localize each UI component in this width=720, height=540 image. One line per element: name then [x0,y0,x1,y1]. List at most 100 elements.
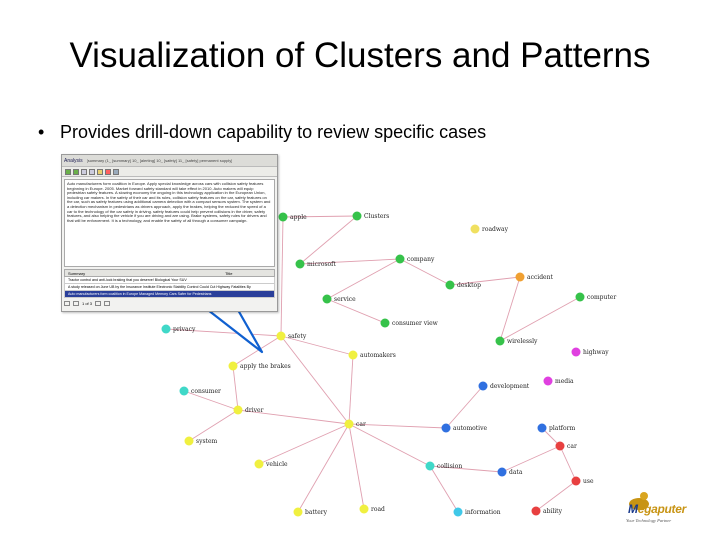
graph-node-apply-the-brakes[interactable] [228,361,238,371]
back-icon[interactable] [65,168,71,175]
search-icon[interactable] [97,168,103,175]
graph-node-vehicle[interactable] [254,459,264,469]
graph-node-road[interactable] [359,504,369,514]
page-indicator: 1 of 3 [82,300,93,306]
graph-node-service[interactable] [322,294,332,304]
graph-node-label: platform [549,425,575,432]
table-row[interactable]: A study released on June UB by the Insur… [64,284,275,291]
graph-node-automakers[interactable] [348,350,358,360]
graph-node-clusters[interactable] [352,211,362,221]
pager: 1 of 3 [64,299,275,307]
graph-node-media[interactable] [543,376,553,386]
graph-node-label: data [509,469,523,476]
graph-node-label: development [490,383,530,390]
graph-node-label: company [407,256,435,263]
graph-node-accident[interactable] [515,272,525,282]
graph-node-roadway[interactable] [470,224,480,234]
graph-node-label: car [356,421,366,428]
graph-node-safety[interactable] [276,331,286,341]
graph-node-highway[interactable] [571,347,581,357]
graph-node-label: consumer [191,388,221,395]
graph-node-label: roadway [482,226,509,233]
highlight-icon[interactable] [105,168,111,175]
viewer-header: Analysis [summary (1_ [summary] 10_ [ale… [62,155,277,167]
save-icon[interactable] [89,168,95,175]
graph-node-label: highway [583,349,609,356]
graph-edge [348,423,431,467]
first-page-button[interactable] [64,300,70,306]
graph-edge [297,423,350,513]
graph-node-use[interactable] [571,476,581,486]
graph-node-company[interactable] [395,254,405,264]
graph-edge [399,258,451,286]
graph-node-label: media [555,378,574,385]
graph-edge [237,409,350,425]
forward-icon[interactable] [73,168,79,175]
graph-node-apple[interactable] [278,212,288,222]
graph-node-platform[interactable] [537,423,547,433]
column-summary[interactable]: Summary [68,270,86,276]
graph-node-automotive[interactable] [441,423,451,433]
graph-node-driver[interactable] [233,405,243,415]
table-row-selected[interactable]: Auto manufacturers form coalition in Eur… [64,291,275,298]
slide-title: Visualization of Clusters and Patterns [69,36,651,75]
last-page-button[interactable] [104,300,111,306]
graph-node-label: computer [587,294,616,301]
graph-node-microsoft[interactable] [295,259,305,269]
graph-node-label: service [334,296,356,303]
graph-node-consumer-view[interactable] [380,318,390,328]
graph-edge [282,215,358,218]
column-title[interactable]: Title [225,270,233,276]
graph-node-label: microsoft [307,261,336,268]
graph-node-ability[interactable] [531,506,541,516]
prev-page-button[interactable] [73,300,79,306]
settings-icon[interactable] [113,168,119,175]
graph-node-label: automakers [360,352,396,359]
results-grid-header: Summary Title [64,269,275,277]
graph-edge [348,423,447,429]
viewer-toolbar [62,167,277,177]
logo-wordmark: Megaputer [628,502,686,516]
bullet-symbol: • [38,122,45,142]
graph-node-label: driver [245,407,264,414]
bullet-text: Provides drill-down capability to review… [60,122,487,142]
graph-node-wirelessly[interactable] [495,336,505,346]
graph-edge [348,354,354,425]
table-row[interactable]: Tractor control and anti-lock braking th… [64,277,275,284]
document-viewer-popup[interactable]: Analysis [summary (1_ [summary] 10_ [ale… [61,154,278,312]
graph-edge [445,385,484,429]
graph-node-desktop[interactable] [445,280,455,290]
viewer-tab[interactable]: Analysis [64,157,83,164]
graph-node-label: apply the brakes [240,363,291,370]
graph-node-car[interactable] [555,441,565,451]
graph-node-collision[interactable] [425,461,435,471]
graph-node-consumer[interactable] [179,386,189,396]
graph-node-label: car [567,443,577,450]
graph-edge [326,298,386,324]
megaputer-logo: Megaputer Your Technology Partner [624,492,704,530]
logo-tagline: Your Technology Partner [626,518,672,523]
graph-node-label: wirelessly [507,338,538,345]
graph-edge [429,465,503,473]
graph-node-development[interactable] [478,381,488,391]
graph-node-battery[interactable] [293,507,303,517]
graph-node-computer[interactable] [575,292,585,302]
graph-edge [188,409,239,442]
graph-node-label: Clusters [364,213,389,220]
graph-node-label: ability [543,508,563,515]
graph-node-label: road [371,506,385,513]
graph-node-label: collision [437,463,462,470]
graph-node-privacy[interactable] [161,324,171,334]
graph-node-label: system [196,438,218,445]
logo-figure-icon [629,492,649,510]
graph-edge [326,258,401,300]
graph-node-label: automotive [453,425,487,432]
graph-node-information[interactable] [453,507,463,517]
next-page-button[interactable] [95,300,102,306]
print-icon[interactable] [81,168,87,175]
graph-edge [280,335,350,425]
graph-node-hub[interactable] [344,419,354,429]
graph-node-system[interactable] [184,436,194,446]
graph-node-data[interactable] [497,467,507,477]
graph-edge [449,276,521,286]
